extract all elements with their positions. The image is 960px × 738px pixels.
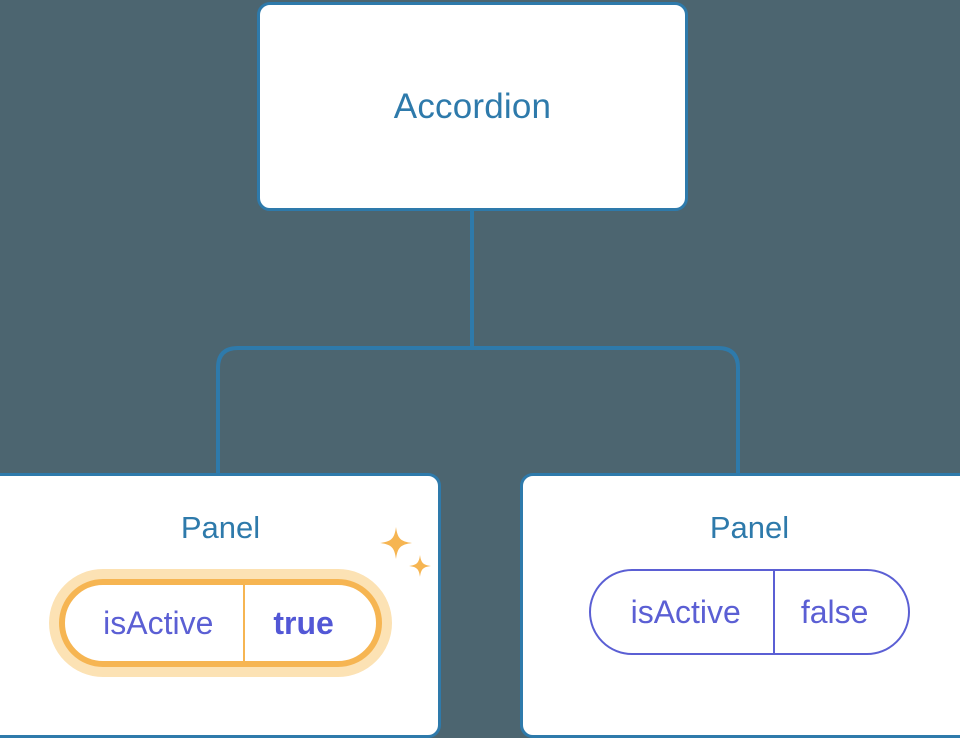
prop-value: false	[772, 571, 909, 653]
tree-node-accordion[interactable]: Accordion	[257, 2, 688, 211]
prop-pill-wrapper: isActive false	[588, 569, 911, 655]
node-title: Accordion	[393, 87, 552, 126]
sparkle-large-icon	[379, 527, 412, 559]
node-title: Panel	[180, 510, 261, 545]
prop-pill-wrapper: isActive true	[49, 527, 431, 677]
prop-key: isActive	[630, 594, 741, 630]
prop-pill-highlighted[interactable]: isActive true	[59, 579, 382, 667]
sparkle-group	[379, 527, 431, 577]
prop-pill-glow: isActive true	[49, 569, 392, 677]
sparkle-small-icon	[408, 555, 431, 577]
prop-key: isActive	[103, 605, 214, 641]
connector-branch-right	[472, 346, 740, 475]
node-title: Panel	[709, 510, 790, 545]
prop-value: true	[243, 585, 375, 661]
tree-node-panel-active[interactable]: Panel isActive true	[0, 473, 441, 738]
connector-branch-left	[216, 346, 472, 475]
prop-pill[interactable]: isActive false	[588, 569, 911, 655]
tree-node-panel-inactive[interactable]: Panel isActive false	[520, 473, 960, 738]
